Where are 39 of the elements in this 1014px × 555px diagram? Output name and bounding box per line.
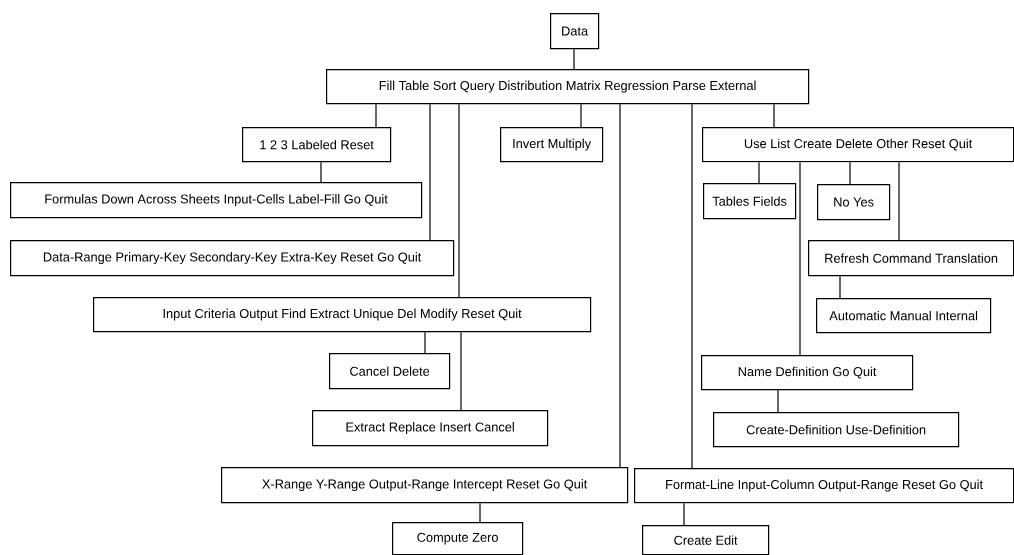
menu-box: 1 2 3 Labeled Reset	[242, 127, 392, 163]
menu-box: Data-Range Primary-Key Secondary-Key Extra-Key Reset Go Quit	[10, 240, 455, 277]
connector-line	[479, 502, 481, 523]
menu-box: Automatic Manual Internal	[816, 298, 992, 334]
menu-box: Format-Line Input-Column Output-Range Reset Go Quit	[634, 468, 1014, 504]
menu-box: Compute Zero	[392, 522, 524, 555]
connector-line	[460, 331, 462, 411]
connector-line	[758, 161, 760, 184]
connector-line	[898, 161, 900, 241]
connector-line	[580, 103, 582, 128]
menu-box: No Yes	[817, 184, 891, 221]
menu-box: X-Range Y-Range Output-Range Intercept Reset Go Quit	[221, 467, 629, 504]
connector-line	[429, 103, 431, 241]
menu-box: Fill Table Sort Query Distribution Matrix Regression Parse External	[326, 69, 810, 105]
connector-line	[458, 103, 460, 298]
menu-box: Input Criteria Output Find Extract Unique Del Modify Reset Quit	[93, 297, 592, 333]
menu-box: Create Edit	[642, 525, 770, 555]
menu-box: Create-Definition Use-Definition	[713, 412, 960, 448]
menu-box: Invert Multiply	[500, 127, 604, 163]
connector-line	[839, 275, 841, 299]
menu-box: Extract Replace Insert Cancel	[312, 410, 549, 447]
connector-line	[573, 48, 575, 70]
connector-line	[773, 103, 775, 128]
connector-line	[777, 389, 779, 413]
connector-line	[691, 103, 693, 469]
menu-box: Formulas Down Across Sheets Input-Cells Label-Fill Go Quit	[10, 182, 423, 219]
connector-line	[799, 161, 801, 356]
connector-line	[619, 103, 621, 468]
connector-line	[683, 502, 685, 526]
menu-box: Tables Fields	[703, 183, 797, 220]
menu-box: Data	[550, 13, 600, 50]
connector-line	[424, 331, 426, 354]
menu-box: Use List Create Delete Other Reset Quit	[702, 127, 1014, 163]
connector-line	[320, 161, 322, 183]
menu-box: Name Definition Go Quit	[701, 355, 914, 391]
menu-box: Cancel Delete	[329, 353, 451, 390]
connector-line	[849, 161, 851, 185]
connector-line	[375, 103, 377, 128]
menu-box: Refresh Command Translation	[808, 240, 1014, 277]
